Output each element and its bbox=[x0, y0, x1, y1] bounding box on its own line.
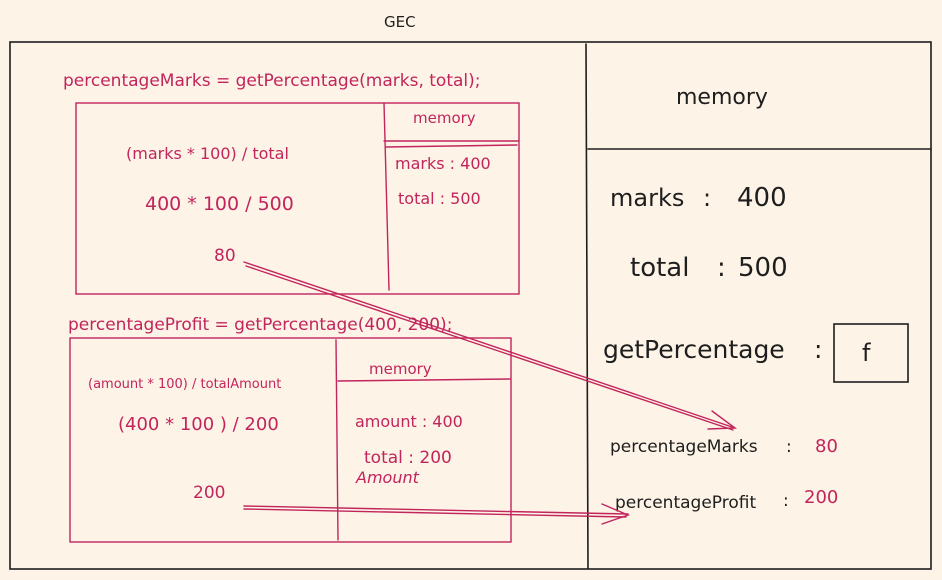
global-memory-sep: : bbox=[703, 184, 711, 212]
context-memory-divider-2 bbox=[337, 378, 511, 382]
global-memory-sep: : bbox=[717, 253, 726, 283]
call-statement-1: percentageMarks = getPercentage(marks, t… bbox=[63, 71, 481, 91]
context-memory-divider-1b bbox=[385, 144, 518, 148]
context-memory-line-2-3: Amount bbox=[355, 468, 420, 487]
context-memory-line-1-2: total : 500 bbox=[398, 189, 481, 208]
call-statement-2: percentageProfit = getPercentage(400, 20… bbox=[68, 315, 452, 335]
global-memory-panel: memory marks : 400 total : 500 getPercen… bbox=[603, 85, 909, 513]
global-memory-sep: : bbox=[783, 491, 789, 511]
context-memory-line-1-1: marks : 400 bbox=[395, 154, 491, 173]
context-memory-line-2-2: total : 200 bbox=[364, 448, 452, 468]
code-line-1-1: (marks * 100) / total bbox=[126, 144, 289, 163]
global-memory-key-percentagemarks: percentageMarks bbox=[610, 437, 758, 457]
return-arrow-2 bbox=[243, 503, 630, 525]
gec-title: GEC bbox=[384, 13, 416, 31]
context-divider-2 bbox=[335, 339, 339, 541]
execution-context-box-1 bbox=[75, 102, 520, 295]
execution-context-box-2 bbox=[69, 337, 512, 543]
global-memory-key-getpercentage: getPercentage bbox=[603, 335, 785, 364]
global-memory-value-percentageprofit: 200 bbox=[804, 487, 838, 508]
gec-divider bbox=[585, 43, 589, 569]
global-memory-title: memory bbox=[676, 85, 768, 110]
global-memory-value-percentagemarks: 80 bbox=[815, 436, 838, 457]
execution-context-2: percentageProfit = getPercentage(400, 20… bbox=[68, 315, 512, 543]
function-value: f bbox=[862, 339, 871, 367]
return-value-1: 80 bbox=[214, 246, 236, 266]
global-memory-value-marks: 400 bbox=[737, 183, 787, 213]
context-memory-title-1: memory bbox=[413, 109, 476, 127]
global-memory-sep: : bbox=[786, 437, 792, 457]
global-memory-key-marks: marks bbox=[610, 184, 684, 212]
return-arrow-1 bbox=[243, 261, 738, 431]
context-memory-title-2: memory bbox=[369, 360, 432, 378]
function-box bbox=[833, 323, 909, 383]
global-memory-key-percentageprofit: percentageProfit bbox=[615, 493, 756, 513]
context-memory-line-2-1: amount : 400 bbox=[355, 412, 463, 431]
code-line-1-2: 400 * 100 / 500 bbox=[145, 193, 294, 215]
global-memory-sep: : bbox=[814, 335, 822, 364]
execution-context-1: percentageMarks = getPercentage(marks, t… bbox=[63, 71, 520, 295]
global-memory-value-total: 500 bbox=[738, 253, 788, 283]
return-value-2: 200 bbox=[193, 483, 225, 503]
global-memory-key-total: total bbox=[630, 253, 689, 283]
gec-outer-box bbox=[9, 41, 932, 570]
code-line-2-2: (400 * 100 ) / 200 bbox=[118, 414, 279, 435]
code-line-2-1: (amount * 100) / totalAmount bbox=[88, 377, 281, 392]
context-divider-1 bbox=[383, 102, 390, 291]
